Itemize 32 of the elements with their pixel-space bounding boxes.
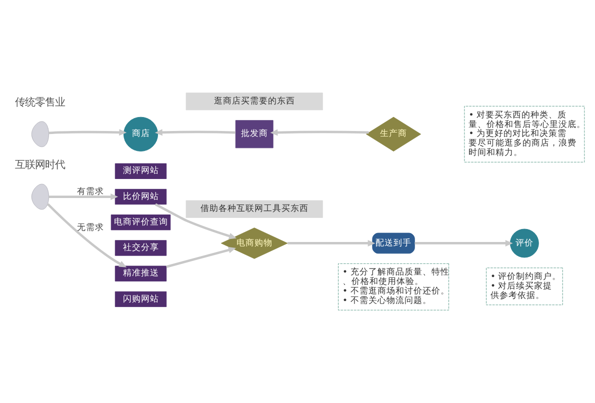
arrow: [48, 194, 118, 200]
arrow: [46, 203, 127, 268]
node-diamond: 生产商: [366, 116, 422, 152]
arrow: [48, 129, 127, 136]
node-box: 精准推送: [114, 266, 167, 282]
node-box: • 充分了解商品质量、特性、价格和使用体验。 • 不需逛商场和讨价还价。 • 不需关心物流问题。: [338, 263, 450, 310]
arrow: [414, 240, 513, 246]
label: 传统零售业: [15, 96, 66, 109]
node-box: • 评价制约商户。 • 对后续买家提供参考依据。: [486, 268, 563, 306]
label: 互联网时代: [15, 159, 66, 172]
node-box: 测评网站: [114, 163, 167, 179]
node-box: 借助各种互联网工具买东西: [186, 200, 323, 218]
arrow: [270, 129, 369, 136]
node-box: 逛商店买需要的东西: [186, 92, 323, 110]
node-person: [31, 184, 49, 210]
node-circle: 商店: [123, 116, 158, 152]
edge-label: 有需求: [76, 187, 104, 198]
node-box: 比价网站: [114, 188, 167, 205]
edge-label: 无需求: [76, 223, 104, 234]
node-box: • 对要买东西的种类、质量、价格和售后等心里没底。 • 为更好的对比和决策需要尽可能逛多的商店，浪费时间和精力。: [464, 106, 585, 162]
node-box: 配送到手: [372, 232, 415, 254]
node-box: 社交分享: [114, 240, 167, 256]
node-box: 批发商: [235, 120, 274, 148]
node-box: 电商评价查询: [110, 214, 171, 230]
arrow: [154, 129, 236, 136]
arrow: [154, 203, 236, 240]
node-person: [31, 121, 49, 148]
node-circle: 评价: [510, 228, 539, 258]
arrow: [288, 240, 376, 246]
node-diamond: 电商购物: [220, 228, 288, 259]
arrow: [166, 246, 236, 268]
node-box: 闪购网站: [114, 291, 167, 308]
